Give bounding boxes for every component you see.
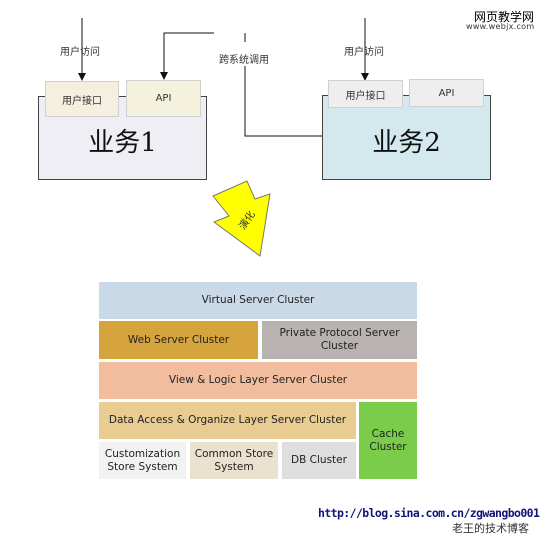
cross-call-line-left [160,32,214,80]
evolve-arrow [212,180,271,257]
business-1-user-interface: 用户接口 [45,81,119,117]
user-access-label-2: 用户访问 [344,47,384,58]
watermark-url: www.webjx.com [466,22,535,31]
business-2-api: API [409,79,484,107]
business-2-title: 业务2 [372,128,441,158]
db-cluster: DB Cluster [281,441,357,480]
virtual-server-cluster: Virtual Server Cluster [98,281,418,320]
business-2-box [322,95,491,180]
common-store-system: Common Store System [189,441,279,480]
blog-url: http://blog.sina.com.cn/zgwangbo001 [318,506,540,520]
business-2-user-interface: 用户接口 [328,80,403,108]
blog-name: 老王的技术博客 [452,522,529,535]
cross-call-line-right [244,57,322,137]
private-protocol-server-cluster: Private Protocol Server Cluster [261,320,418,360]
business-1-api: API [126,80,201,117]
user-access-label-1: 用户访问 [60,47,100,58]
data-access-layer-cluster: Data Access & Organize Layer Server Clus… [98,401,357,440]
view-logic-layer-cluster: View & Logic Layer Server Cluster [98,361,418,400]
cache-cluster: Cache Cluster [358,401,418,480]
business-1-title: 业务1 [88,128,157,158]
cross-call-label: 跨系统调用 [219,51,269,66]
watermark-title: 网页教学网 [474,10,535,24]
customization-store-system: Customization Store System [98,441,187,480]
web-server-cluster: Web Server Cluster [98,320,259,360]
